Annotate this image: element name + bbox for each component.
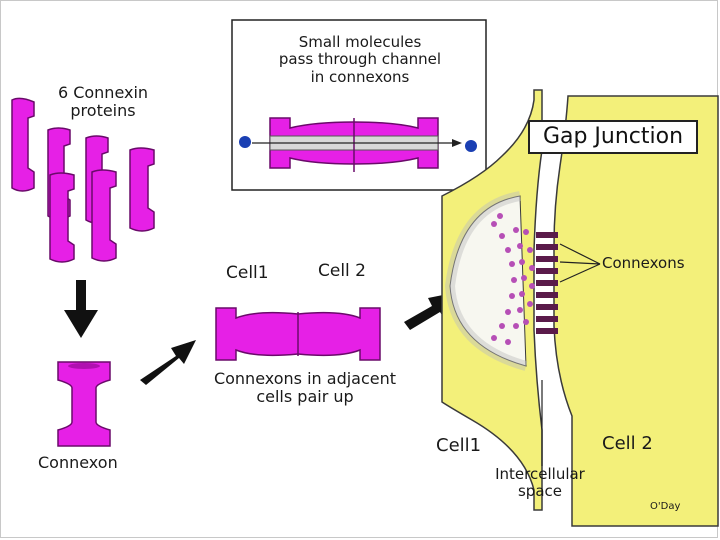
connexin-protein [129,147,155,232]
arrow-to-pair-icon [140,340,196,385]
connexin-proteins-label: 6 Connexin proteins [57,83,149,121]
connexin-protein [91,169,117,262]
down-arrow-icon [64,280,98,338]
connexon-label: Connexon [38,453,118,472]
molecule-right-dot [465,140,477,152]
cell2-bottom-label: Cell 2 [602,433,653,454]
inset-box [231,19,487,191]
pair-caption: Connexons in adjacent cells pair up [213,369,397,407]
connexons-label: Connexons [602,254,685,272]
connexin-protein-cluster [11,97,155,263]
credit-label: O'Day [650,501,681,512]
cytoplasm-shading [449,195,527,367]
inset-caption: Small molecules pass through channel in … [278,33,442,86]
cell1-bottom-label: Cell1 [436,435,482,456]
connexons-pointer-lines [559,243,601,283]
intercellular-space-label: Intercellular space [495,465,585,501]
cell2-pair-label: Cell 2 [318,261,366,281]
connexon-dots [491,213,535,345]
gap-junction-illustration [441,89,719,527]
connexon-shape [57,361,111,447]
connexon-channels [536,232,558,334]
connexin-protein [49,172,75,263]
cell-two-membrane [553,95,719,527]
gap-junction-title: Gap Junction [528,120,698,154]
molecule-left-dot [239,136,251,148]
cell1-pair-label: Cell1 [226,263,269,283]
paired-connexons-shape [215,307,381,361]
connexin-protein [11,97,35,192]
